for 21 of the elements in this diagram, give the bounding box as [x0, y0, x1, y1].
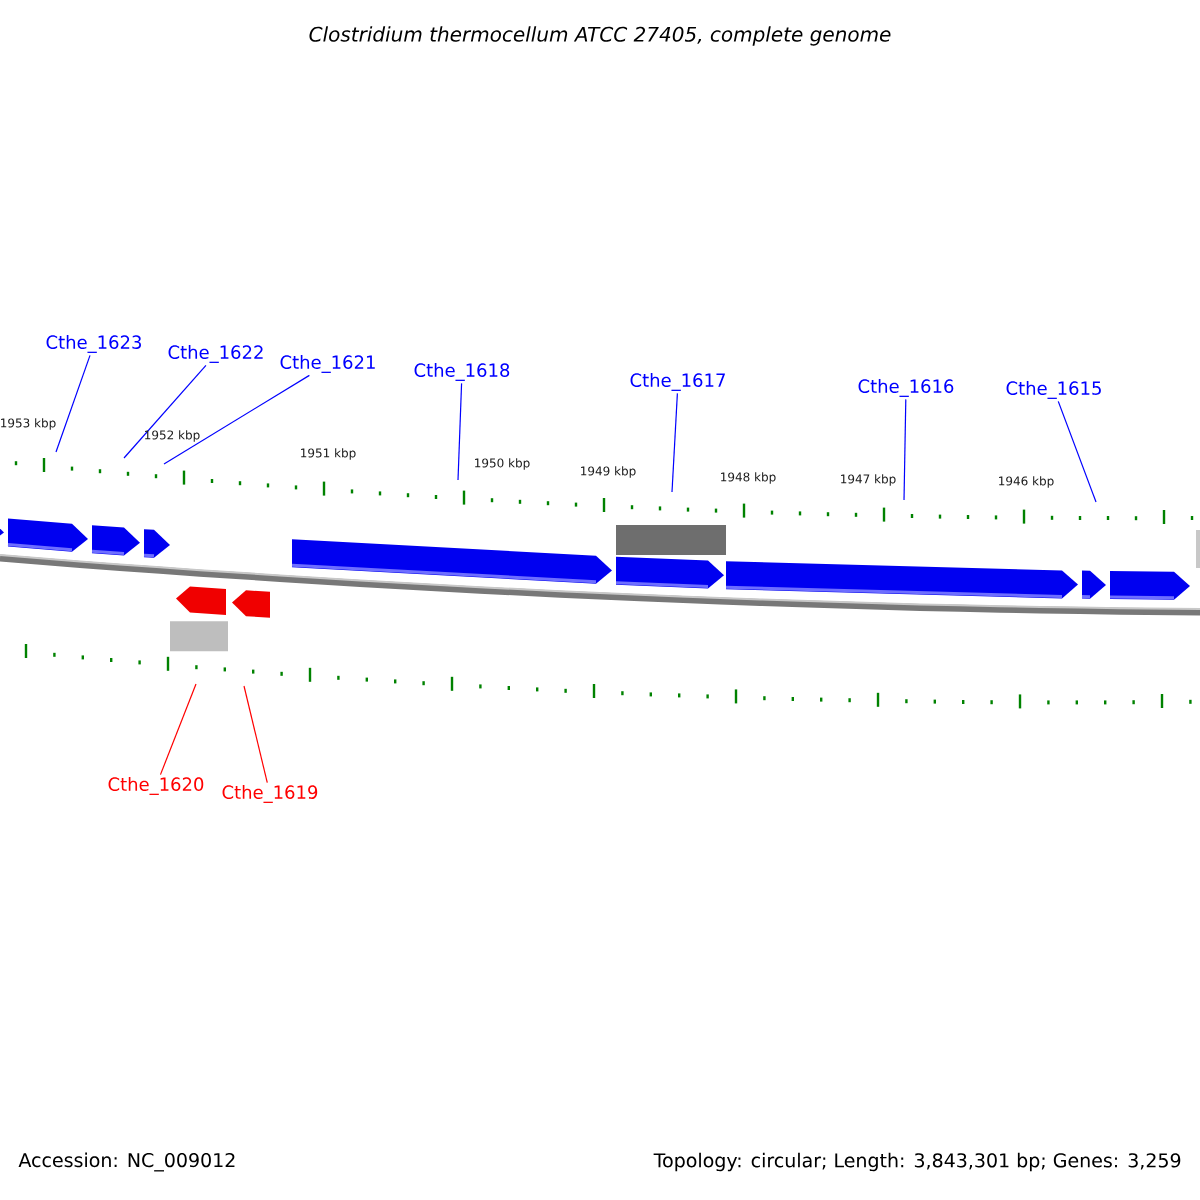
- leader-line: [1057, 400, 1097, 503]
- leader-line: [163, 374, 310, 465]
- title: Clostridium thermocellum ATCC 27405, complete genome: [309, 26, 891, 46]
- gene-label: Cthe_1623: [46, 335, 141, 353]
- gene-label: Cthe_1619: [222, 785, 318, 803]
- gene-label: Cthe_1615: [1006, 381, 1101, 399]
- gene-label: Cthe_1622: [168, 345, 263, 363]
- gene-label: Cthe_1621: [280, 355, 375, 373]
- footer-text: Accession: NC_009012: [18, 1152, 235, 1172]
- gene-label: Cthe_1616: [858, 379, 954, 397]
- gene-label: Cthe_1617: [630, 373, 725, 391]
- leader-line: [55, 354, 91, 453]
- footer-text: Topology: circular; Length: 3,843,301 bp; Genes: 3,259: [653, 1152, 1181, 1172]
- gene-label: Cthe_1618: [414, 363, 510, 381]
- gene-label: Cthe_1620: [108, 777, 204, 795]
- leader-line: [159, 683, 197, 776]
- leader-line: [123, 364, 207, 459]
- leader-line: [243, 685, 268, 784]
- leader-line: [903, 398, 907, 501]
- leader-line: [457, 382, 463, 481]
- leader-line: [671, 392, 678, 493]
